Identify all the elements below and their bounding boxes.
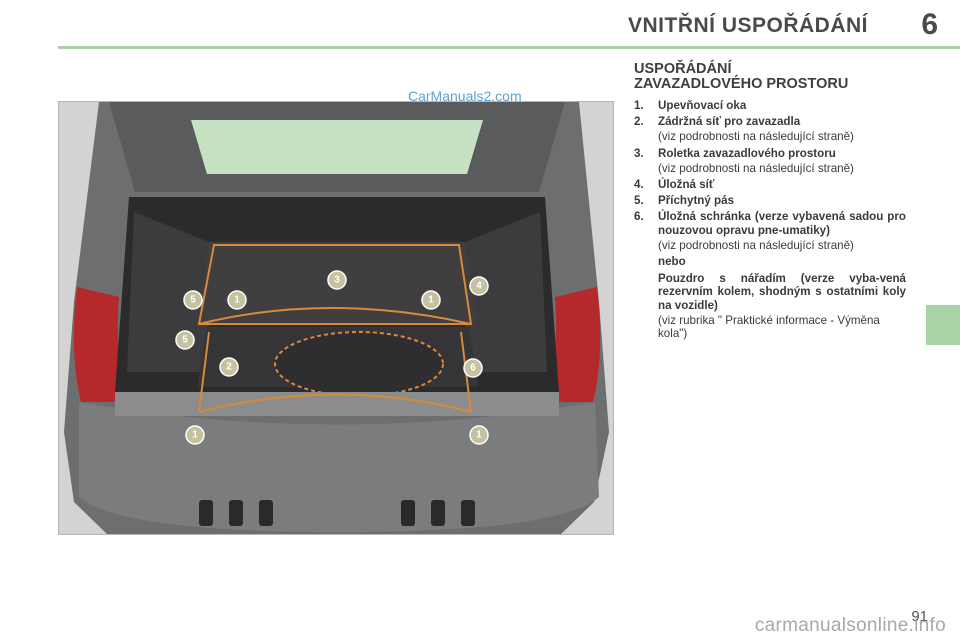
diffuser [199,500,475,526]
rear-window [191,120,483,174]
trunk-illustration-svg: 3 1 1 4 5 5 2 6 1 1 [64,102,609,534]
svg-text:5: 5 [182,335,188,346]
boot-sill [115,392,559,416]
callout-1d: 1 [469,425,489,445]
right-rear-light [545,287,601,402]
callout-5a: 5 [183,290,203,310]
rear-bumper [79,402,599,532]
svg-text:4: 4 [476,281,482,292]
spare-wheel-well [274,331,444,397]
item-label: Úložná síť [658,178,715,192]
trunk-illustration: 3 1 1 4 5 5 2 6 1 1 [58,101,614,535]
svg-text:1: 1 [476,430,482,441]
item-or: nebo [658,255,686,269]
chapter-number: 6 [921,8,938,41]
item-number: 5. [634,194,644,208]
item-alt-label: Pouzdro s nářadím (verze vyba-vená rezer… [658,272,906,312]
callout-1b: 1 [421,290,441,310]
section-title: USPOŘÁDÁNÍ ZAVAZADLOVÉHO PROSTORU [634,62,924,92]
list-item: 5. Příchytný pás [634,194,906,207]
item-label: Příchytný pás [658,194,735,208]
section-title-line1: USPOŘÁDÁNÍ [634,61,732,77]
item-number: 4. [634,178,644,192]
item-note: (viz podrobnosti na následující straně) [658,238,854,252]
header-title: VNITŘNÍ USPOŘÁDÁNÍ [627,14,868,37]
svg-text:3: 3 [334,275,340,286]
item-number: 3. [634,146,644,160]
item-label: Roletka zavazadlového prostoru [658,146,836,160]
callout-2: 2 [219,357,239,377]
list-item: 3. Roletka zavazadlového prostoru (viz p… [634,147,906,175]
item-note: (viz podrobnosti na následující straně) [658,130,854,144]
callout-6: 6 [463,358,483,378]
list-item: 2. Zádržná síť pro zavazadla (viz podrob… [634,115,906,143]
left-rear-light [73,287,129,402]
item-note: (viz podrobnosti na následující straně) [658,161,854,175]
item-label: Upevňovací oka [658,99,747,112]
svg-text:5: 5 [190,295,196,306]
callout-4: 4 [469,276,489,296]
retaining-net-outline [197,244,473,413]
right-side-panel [465,212,547,372]
item-number: 6. [634,210,644,224]
list-item: 6. Úložná schránka (verze vybavená sadou… [634,210,906,340]
item-label: Zádržná síť pro zavazadla [658,115,801,129]
callout-1c: 1 [185,425,205,445]
callout-markers: 3 1 1 4 5 5 2 6 1 1 [175,270,489,445]
header-rule [58,46,960,49]
callout-1a: 1 [227,290,247,310]
svg-text:2: 2 [226,362,232,373]
item-number: 2. [634,115,644,129]
svg-text:1: 1 [428,295,434,306]
svg-text:1: 1 [234,295,240,306]
list-item: 1. Upevňovací oka [634,99,906,112]
watermark-top[interactable]: CarManuals2.com [408,88,522,104]
chapter-side-tab [926,305,960,345]
item-list: 1. Upevňovací oka 2. Zádržná síť pro zav… [634,99,906,342]
item-number: 1. [634,99,644,112]
item-label: Úložná schránka (verze vybavená sadou pr… [658,210,906,237]
section-title-line2: ZAVAZADLOVÉHO PROSTORU [634,76,849,92]
watermark-bottom[interactable]: carmanualsonline.info [754,615,946,636]
page-number: 91 [911,608,928,625]
callout-3: 3 [327,270,347,290]
svg-text:1: 1 [192,430,198,441]
list-item: 4. Úložná síť [634,178,906,191]
svg-text:6: 6 [470,363,476,374]
item-alt-note: (viz rubrika " Praktické informace - Vým… [658,313,880,341]
callout-5b: 5 [175,330,195,350]
